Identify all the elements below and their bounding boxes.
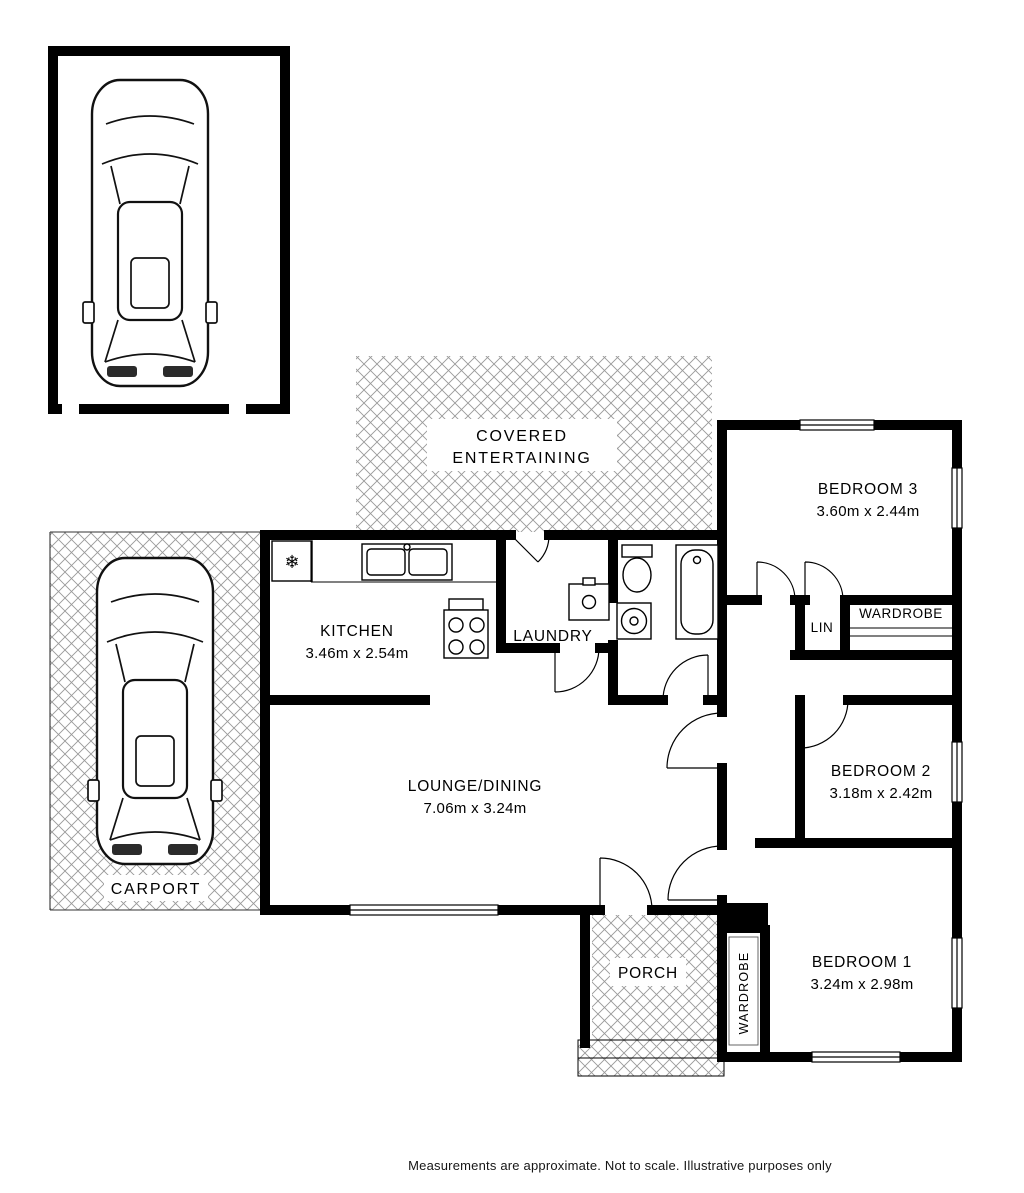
- kitchen-sink-icon: [361, 543, 453, 581]
- snowflake-icon: ❄: [284, 552, 299, 572]
- door-linen: [804, 561, 844, 601]
- door-bathroom: [662, 654, 709, 701]
- disclaimer-text: Measurements are approximate. Not to sca…: [408, 1158, 832, 1173]
- window-bedroom1-east: [951, 937, 963, 1009]
- fixtures: [271, 540, 952, 1046]
- garage-door-gap: [62, 402, 79, 416]
- porch-step: [577, 1057, 725, 1077]
- car-icon: [86, 556, 224, 866]
- door-entry-top: [510, 534, 550, 563]
- lounge-dining-dims: 7.06m x 3.24m: [423, 800, 526, 817]
- laundry-label: LAUNDRY: [513, 628, 592, 645]
- bedroom3-dims: 3.60m x 2.44m: [816, 503, 919, 520]
- window-bedroom1-south: [811, 1051, 901, 1063]
- house-walls: [260, 420, 962, 1062]
- covered-entertaining-label: COVERED: [476, 428, 568, 445]
- wardrobe-bedroom3-label: WARDROBE: [859, 606, 943, 621]
- carport-label: CARPORT: [111, 881, 202, 898]
- door-bedroom2: [799, 699, 849, 749]
- car-icon: [81, 78, 219, 388]
- wardrobe-bedroom1-label: WARDROBE: [737, 952, 751, 1035]
- porch-step: [577, 1039, 725, 1059]
- laundry-tub-icon: [568, 577, 610, 621]
- windows: [349, 419, 963, 1063]
- garage: [48, 46, 290, 416]
- bedroom2-label: BEDROOM 2: [831, 763, 931, 780]
- linen-label: LIN: [811, 620, 834, 635]
- garage-door-gap: [229, 402, 246, 416]
- kitchen-label: KITCHEN: [320, 623, 394, 640]
- lounge-dining-label: LOUNGE/DINING: [408, 778, 542, 795]
- bedroom1-dims: 3.24m x 2.98m: [810, 976, 913, 993]
- kitchen-dims: 3.46m x 2.54m: [305, 645, 408, 662]
- bedroom1-label: BEDROOM 1: [812, 954, 912, 971]
- door-hall: [666, 712, 723, 769]
- label-backplate: [610, 958, 686, 986]
- bathtub-icon: [675, 544, 719, 640]
- wall-block: [720, 903, 768, 933]
- door-bedroom3: [756, 561, 796, 601]
- label-backplate: [104, 875, 208, 901]
- toilet-icon: [621, 544, 653, 593]
- porch-area: [577, 915, 725, 1077]
- window-bedroom2-east: [951, 741, 963, 803]
- kitchen-bench: [310, 541, 496, 583]
- fridge-icon: [271, 540, 313, 582]
- stove-icon: [443, 598, 489, 659]
- window-bedroom3-top: [799, 419, 875, 431]
- covered-entertaining-label: ENTERTAINING: [452, 450, 591, 467]
- doors: [510, 534, 849, 911]
- door-bedroom1: [667, 845, 723, 901]
- porch-label: PORCH: [618, 965, 678, 982]
- garage-walls: [48, 46, 290, 414]
- window-lounge-south: [349, 904, 499, 916]
- door-laundry: [554, 647, 600, 693]
- washing-machine-icon: [616, 602, 652, 640]
- window-bedroom3-east: [951, 467, 963, 529]
- bedroom2-dims: 3.18m x 2.42m: [829, 785, 932, 802]
- wardrobe-rail: [850, 627, 952, 637]
- door-front-porch: [599, 857, 653, 911]
- bedroom3-label: BEDROOM 3: [818, 481, 918, 498]
- label-backplate: [427, 419, 617, 471]
- wardrobe-rail: [728, 936, 759, 1046]
